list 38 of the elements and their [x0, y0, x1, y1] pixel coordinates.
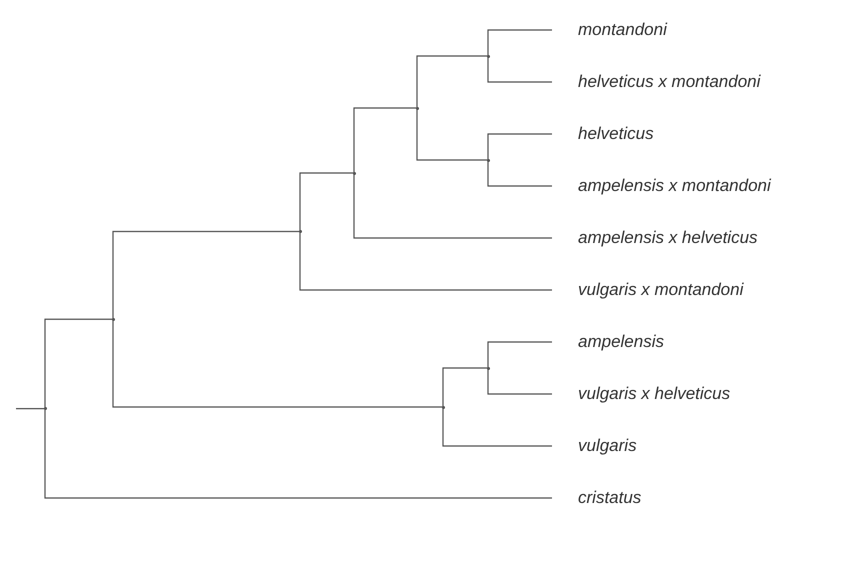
- tree-branch: [487, 56, 552, 83]
- tree-branch: [416, 55, 488, 108]
- branch-node: [298, 230, 302, 233]
- branch-node: [442, 406, 444, 408]
- taxon-label: vulgaris: [578, 436, 637, 456]
- taxon-label: cristatus: [578, 488, 642, 508]
- branch-node: [486, 158, 490, 162]
- tree-branch: [44, 318, 113, 409]
- tree-branch: [487, 160, 552, 187]
- tree-branch: [487, 368, 552, 395]
- branch-node: [112, 318, 114, 321]
- branch-node: [486, 366, 490, 370]
- tree-branch: [442, 367, 488, 407]
- tree-branch: [487, 29, 552, 56]
- tree-branch: [442, 407, 552, 447]
- branch-node: [416, 106, 418, 110]
- tree-branch: [16, 408, 45, 410]
- tree-branch: [487, 133, 552, 160]
- taxon-label: vulgaris x montandoni: [578, 280, 744, 300]
- taxon-label: vulgaris x helveticus: [578, 384, 730, 404]
- taxon-label: helveticus x montandoni: [578, 72, 760, 92]
- branch-node: [486, 54, 490, 58]
- taxon-label: montandoni: [578, 20, 667, 40]
- tree-branch: [112, 230, 300, 320]
- tree-branch: [416, 108, 488, 161]
- taxon-label: helveticus: [578, 124, 654, 144]
- tree-branch: [299, 172, 354, 232]
- tree-branch: [353, 107, 417, 173]
- tree-branch: [299, 232, 552, 291]
- tree-branch: [44, 408, 552, 499]
- tree-branch: [353, 173, 552, 239]
- tree-branch: [112, 319, 443, 408]
- branch-node: [352, 172, 356, 174]
- taxon-label: ampelensis: [578, 332, 664, 352]
- tree-branch: [487, 341, 552, 368]
- branch-node: [44, 407, 46, 410]
- taxon-label: ampelensis x helveticus: [578, 228, 758, 248]
- taxon-label: ampelensis x montandoni: [578, 176, 771, 196]
